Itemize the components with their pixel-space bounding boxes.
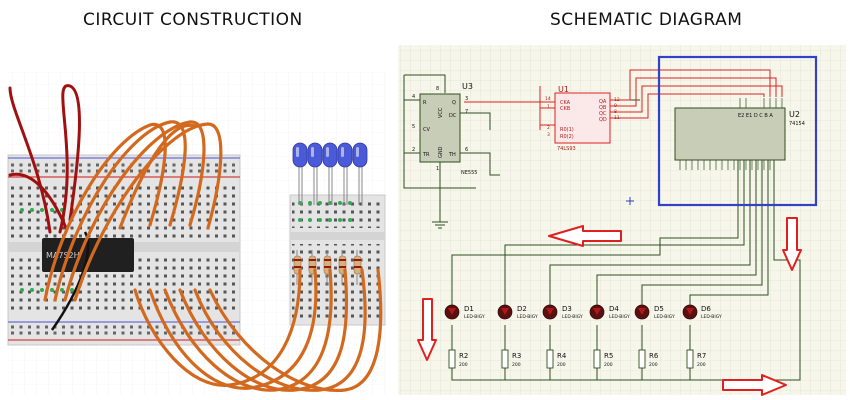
u3-pin-dc: DC — [449, 113, 457, 119]
u1-pin-num-2: 2 — [547, 125, 550, 131]
u2-part: 74154 — [789, 121, 805, 127]
u3-pin-num-3: 3 — [465, 96, 468, 102]
schematic-leds: D1 LED-BIGY D2 LED-BIGY D3 LED-BIGY D4 L… — [444, 304, 722, 320]
led-d6-ref: D6 — [701, 305, 711, 313]
resistor-r3-value: 200 — [512, 362, 521, 368]
arrow-right — [722, 374, 787, 396]
u3-pin-cv: CV — [423, 127, 430, 133]
resistor-r7-value: 200 — [697, 362, 706, 368]
led-d6-part: LED-BIGY — [701, 314, 722, 320]
u3-pin-gnd: GND — [438, 146, 444, 158]
u1-pin-num-11: 11 — [614, 115, 620, 121]
u1-pin-cka: CKA — [560, 100, 571, 106]
led-d1-ref: D1 — [464, 305, 474, 313]
schematic-title: SCHEMATIC DIAGRAM — [550, 10, 743, 30]
led-d2-part: LED-BIGY — [517, 314, 538, 320]
u1-pin-num-14: 14 — [545, 96, 551, 102]
led-d4-part: LED-BIGY — [609, 314, 630, 320]
arrow-down-right — [782, 217, 802, 271]
led-d4-ref: D4 — [609, 305, 619, 313]
u3-pin-num-2: 2 — [412, 147, 415, 153]
u3-pin-num-7: 7 — [465, 109, 468, 115]
resistor-r5-value: 200 — [604, 362, 613, 368]
flow-arrows — [417, 217, 802, 396]
led-d3-part: LED-BIGY — [562, 314, 583, 320]
selection-box — [657, 55, 818, 207]
u3-ref: U3 — [462, 82, 473, 91]
led-d5-part: LED-BIGY — [654, 314, 675, 320]
u2-ref: U2 — [789, 110, 800, 119]
resistor-r7-ref: R7 — [697, 352, 706, 360]
u1-pin-qb: QB — [599, 105, 607, 111]
resistor-r2-ref: R2 — [459, 352, 468, 360]
arrow-left — [548, 225, 622, 247]
u1-pin-num-1: 1 — [547, 104, 550, 110]
u3-pin-r: R — [423, 100, 427, 106]
ic-u1-74ls93: U1 74LS93 CKA CKB R0(1) R0(2) QA QB QC Q… — [545, 85, 620, 152]
blue-leds — [292, 142, 368, 205]
resistor-r6-value: 200 — [649, 362, 658, 368]
u3-pin-num-6: 6 — [465, 147, 468, 153]
led-d5-ref: D5 — [654, 305, 664, 313]
u3-pin-vcc: VCC — [438, 107, 444, 118]
schematic-panel: U3 NE555 R CV TR Q DC TH VCC GND 4 8 3 7… — [398, 45, 846, 396]
schematic-resistors: R2 200 R3 200 R4 200 R5 200 R6 200 R7 20… — [448, 349, 706, 369]
u1-pin-r01: R0(1) — [560, 127, 574, 133]
u1-part: 74LS93 — [557, 146, 576, 152]
led-d3-ref: D3 — [562, 305, 572, 313]
led-d1-part: LED-BIGY — [464, 314, 485, 320]
led-d2-ref: D2 — [517, 305, 527, 313]
u1-pin-num-3: 3 — [547, 132, 550, 138]
u1-pin-r02: R0(2) — [560, 134, 574, 140]
u1-pin-qc: QC — [599, 111, 607, 117]
u1-pin-qa: QA — [599, 99, 607, 105]
u3-pin-tr: TR — [422, 152, 430, 158]
u3-pin-num-5: 5 — [412, 124, 415, 130]
arrow-down-left — [417, 298, 437, 361]
ic-u2-74154: U2 74154 E2 E1 D C B A — [674, 98, 805, 170]
probe-marker — [626, 197, 634, 205]
ground-symbol — [432, 221, 448, 229]
u1-pin-qd: QD — [599, 117, 607, 123]
resistor-r6-ref: R6 — [649, 352, 659, 360]
u1-pin-num-9: 9 — [614, 103, 617, 109]
u3-pin-num-1: 1 — [436, 166, 439, 172]
u1-pin-num-8: 8 — [614, 109, 617, 115]
u3-part: NE555 — [461, 170, 477, 176]
orange-jumper-wires — [43, 120, 383, 392]
ic-u3-ne555: U3 NE555 R CV TR Q DC TH VCC GND 4 8 3 7… — [412, 82, 477, 176]
u3-pin-num-8: 8 — [436, 86, 439, 92]
u3-pin-q: Q — [452, 100, 456, 106]
resistor-r5-ref: R5 — [604, 352, 613, 360]
red-jumper-wires — [8, 84, 81, 234]
u3-pin-num-4: 4 — [412, 94, 415, 100]
u1-pin-ckb: CKB — [560, 106, 571, 112]
circuit-construction-panel: MA7S2H — [7, 70, 386, 395]
resistor-r4-ref: R4 — [557, 352, 567, 360]
led-breadboard — [289, 194, 386, 326]
u2-top-pins: E2 E1 D C B A — [738, 113, 773, 119]
u3-pin-th: TH — [448, 152, 456, 158]
construction-title: CIRCUIT CONSTRUCTION — [83, 10, 303, 30]
resistor-r3-ref: R3 — [512, 352, 521, 360]
chip-label: MA7S2H — [46, 251, 80, 260]
resistor-r2-value: 200 — [459, 362, 468, 368]
resistor-r4-value: 200 — [557, 362, 566, 368]
u1-ref: U1 — [558, 85, 569, 94]
u1-pin-num-12: 12 — [614, 97, 620, 103]
